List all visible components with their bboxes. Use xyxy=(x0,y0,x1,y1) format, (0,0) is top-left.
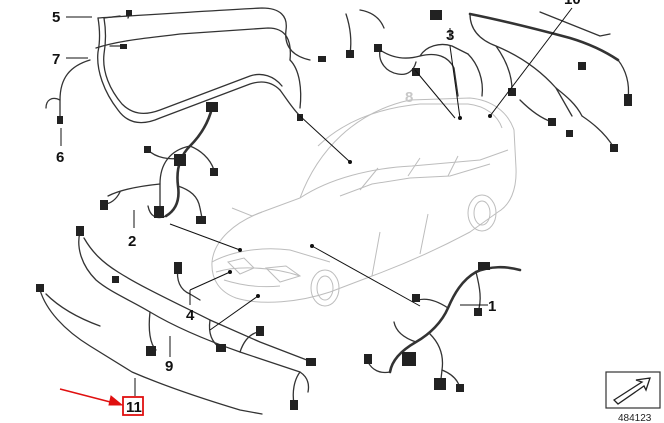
callout-9: 9 xyxy=(165,358,173,375)
harness-3 xyxy=(345,9,484,97)
harness-2 xyxy=(100,102,218,224)
callout-6: 6 xyxy=(56,149,64,166)
callout-1: 1 xyxy=(488,298,496,315)
harness-1 xyxy=(364,262,522,392)
harness-10 xyxy=(468,11,632,152)
harness-9-11 xyxy=(36,226,316,415)
harness-4 xyxy=(174,262,201,301)
callout-2: 2 xyxy=(128,233,136,250)
callout-5: 5 xyxy=(52,9,60,26)
callout-7: 7 xyxy=(52,51,60,68)
car-outline xyxy=(211,97,517,307)
leader-lines xyxy=(60,7,573,396)
harness-5-7 xyxy=(45,7,326,124)
document-number: 484123 xyxy=(618,413,652,423)
callout-11: 11 xyxy=(126,399,142,416)
highlight-arrow xyxy=(59,388,124,406)
callout-3: 3 xyxy=(446,27,454,44)
leader-dots xyxy=(228,114,492,298)
arrow-in-box-icon xyxy=(605,371,661,409)
callout-4: 4 xyxy=(186,307,195,324)
highlight-box xyxy=(122,396,144,416)
callout-10: 10 xyxy=(564,0,581,8)
callout-8: 8 xyxy=(405,89,413,106)
